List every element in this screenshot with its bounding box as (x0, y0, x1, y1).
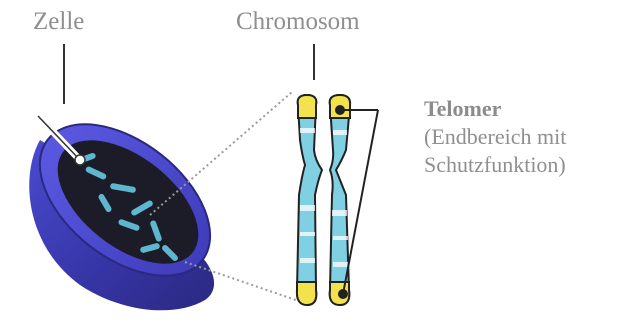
chromatid-left (297, 95, 322, 305)
telomere-top-left (298, 95, 317, 118)
telomere-description-line2: Schutzfunktion) (424, 151, 636, 179)
telomere-description-line1: (Endbereich mit (424, 123, 636, 151)
chromosome-label: Chromosom (236, 8, 360, 36)
telomere-title: Telomer (424, 95, 636, 123)
cell-label: Zelle (33, 8, 84, 36)
telomere-annotation: Telomer (Endbereich mit Schutzfunktion) (424, 95, 636, 179)
chromosome-illustration (297, 95, 350, 305)
telomere-bottom-left (297, 282, 316, 305)
